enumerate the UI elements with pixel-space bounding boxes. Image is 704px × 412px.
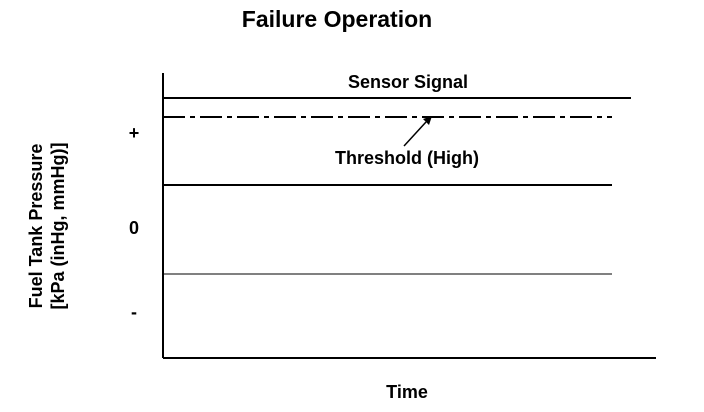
x-axis-label: Time [386, 382, 428, 402]
diagram-title: Failure Operation [242, 6, 432, 32]
threshold-pointer-arrow [403, 121, 427, 147]
y-axis-label-line1: Fuel Tank Pressure [26, 144, 46, 309]
threshold-arrowhead-icon [423, 116, 432, 125]
y-tick-zero: 0 [129, 218, 139, 238]
sensor-signal-label: Sensor Signal [348, 72, 468, 92]
y-axis-label-line2: [kPa (inHg, mmHg)] [48, 142, 68, 309]
threshold-label: Threshold (High) [335, 148, 479, 168]
y-tick-minus: - [131, 302, 137, 322]
y-tick-plus: + [129, 123, 140, 143]
